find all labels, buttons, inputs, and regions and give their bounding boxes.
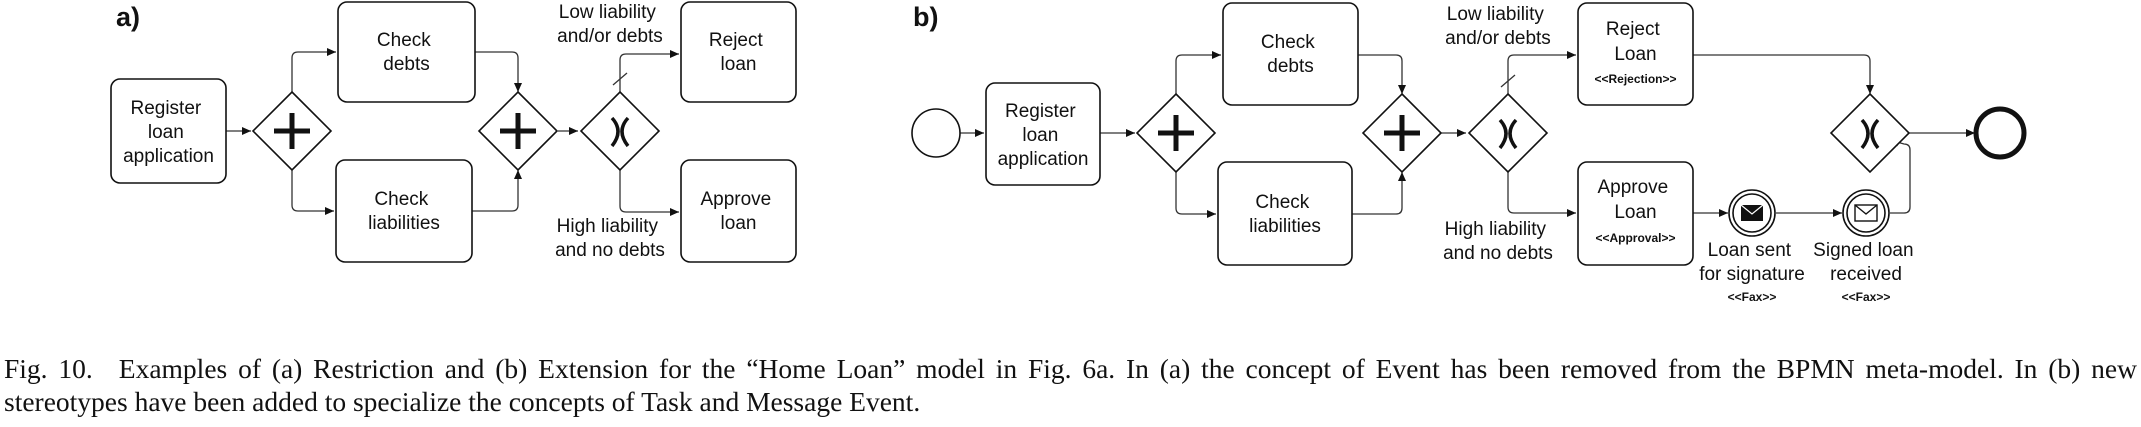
flow-xor-to-reject bbox=[1507, 51, 1576, 94]
flow-split-to-check-liabilities bbox=[1175, 172, 1216, 218]
svg-text:Approve loan: Approve loan bbox=[700, 189, 776, 234]
exclusive-gateway-decision bbox=[1467, 92, 1549, 174]
flow-split-to-check-debts bbox=[1175, 51, 1221, 94]
stereotype-rejection: <<Rejection>> bbox=[1594, 72, 1676, 86]
condition-low-liability: Low liability and/or debts bbox=[1445, 4, 1551, 49]
flow-check-debts-to-join bbox=[475, 51, 522, 92]
task-approve-loan: Approve Loan <<Approval>> bbox=[1577, 161, 1694, 266]
default-flow-marker bbox=[1500, 74, 1516, 88]
stereotype-fax-sent: <<Fax>> bbox=[1728, 290, 1777, 304]
stereotype-approval: <<Approval>> bbox=[1595, 231, 1675, 245]
condition-high-liability: High liability and no debts bbox=[555, 216, 665, 261]
event-label-loan-sent: Loan sent for signature bbox=[1699, 240, 1805, 285]
flow-check-liabilities-to-join bbox=[472, 170, 522, 212]
condition-low-liability: Low liability and/or debts bbox=[557, 2, 663, 47]
task-check-liabilities: Check liabilities bbox=[1217, 161, 1353, 266]
svg-text:Register loan: Register loan application bbox=[998, 101, 1089, 170]
flow-received-to-merge bbox=[1889, 138, 1911, 214]
parallel-gateway-split bbox=[1135, 92, 1217, 174]
exclusive-gateway-decision bbox=[579, 90, 661, 172]
task-check-liabilities: Check liabilities bbox=[335, 159, 473, 263]
task-check-debts: Check debts bbox=[1222, 2, 1359, 106]
parallel-gateway-split bbox=[251, 90, 333, 172]
end-event bbox=[1973, 106, 2027, 160]
panel-b-flows bbox=[960, 51, 1975, 218]
start-event bbox=[911, 108, 961, 158]
svg-text:Check debts: Check debts bbox=[377, 30, 436, 75]
parallel-gateway-join bbox=[1361, 92, 1443, 174]
figure-number: Fig. 10. bbox=[4, 353, 93, 384]
flow-reject-to-merge bbox=[1693, 54, 1874, 94]
bpmn-figure: a) Register loan application Chec bbox=[110, 1, 2027, 304]
event-label-signed-received: Signed loan received bbox=[1813, 240, 1919, 285]
catching-message-event bbox=[1842, 189, 1890, 237]
flow-xor-to-reject bbox=[619, 50, 679, 92]
envelope-outline-icon bbox=[1854, 204, 1878, 222]
throwing-message-event bbox=[1728, 189, 1776, 237]
exclusive-gateway-merge bbox=[1829, 92, 1911, 174]
flow-check-debts-to-join bbox=[1358, 54, 1406, 94]
parallel-gateway-join bbox=[477, 90, 559, 172]
task-register-loan-application: Register loan application bbox=[985, 82, 1101, 186]
flow-split-to-check-debts bbox=[291, 48, 336, 100]
flow-check-liabilities-to-join bbox=[1352, 172, 1406, 215]
svg-text:Approve Loan: Approve Loan bbox=[1597, 177, 1673, 223]
svg-text:Check liabilities: Check liabilities bbox=[368, 189, 440, 234]
task-register-loan-application: Register loan application bbox=[110, 78, 227, 184]
flow-xor-to-approve bbox=[619, 170, 679, 216]
svg-text:Reject Loan: Reject Loan bbox=[1606, 19, 1665, 65]
panel-b: b) Register loan bbox=[911, 2, 2027, 304]
flow-split-to-check-liabilities bbox=[291, 162, 334, 215]
default-flow-marker bbox=[612, 72, 628, 86]
caption-text: Examples of (a) Restriction and (b) Exte… bbox=[4, 353, 2138, 417]
panel-a-flows bbox=[226, 48, 679, 216]
envelope-filled-icon bbox=[1740, 204, 1764, 221]
panel-b-label: b) bbox=[913, 2, 938, 32]
flow-xor-to-approve bbox=[1507, 172, 1576, 217]
svg-text:Check debts: Check debts bbox=[1261, 32, 1320, 77]
svg-text:Check liabilities: Check liabilities bbox=[1249, 192, 1321, 237]
panel-a-label: a) bbox=[116, 2, 140, 32]
task-reject-loan: Reject loan bbox=[680, 1, 797, 103]
task-reject-loan: Reject Loan <<Rejection>> bbox=[1577, 2, 1694, 106]
svg-text:Reject loan: Reject loan bbox=[709, 30, 768, 75]
condition-high-liability: High liability and no debts bbox=[1443, 219, 1553, 264]
task-check-debts: Check debts bbox=[337, 1, 476, 103]
panel-a: a) Register loan application Chec bbox=[110, 1, 797, 263]
svg-text:Register loan: Register loan application bbox=[123, 98, 214, 167]
figure-caption: Fig. 10.Examples of (a) Restriction and … bbox=[4, 352, 2137, 418]
task-approve-loan: Approve loan bbox=[680, 159, 797, 263]
stereotype-fax-received: <<Fax>> bbox=[1842, 290, 1891, 304]
